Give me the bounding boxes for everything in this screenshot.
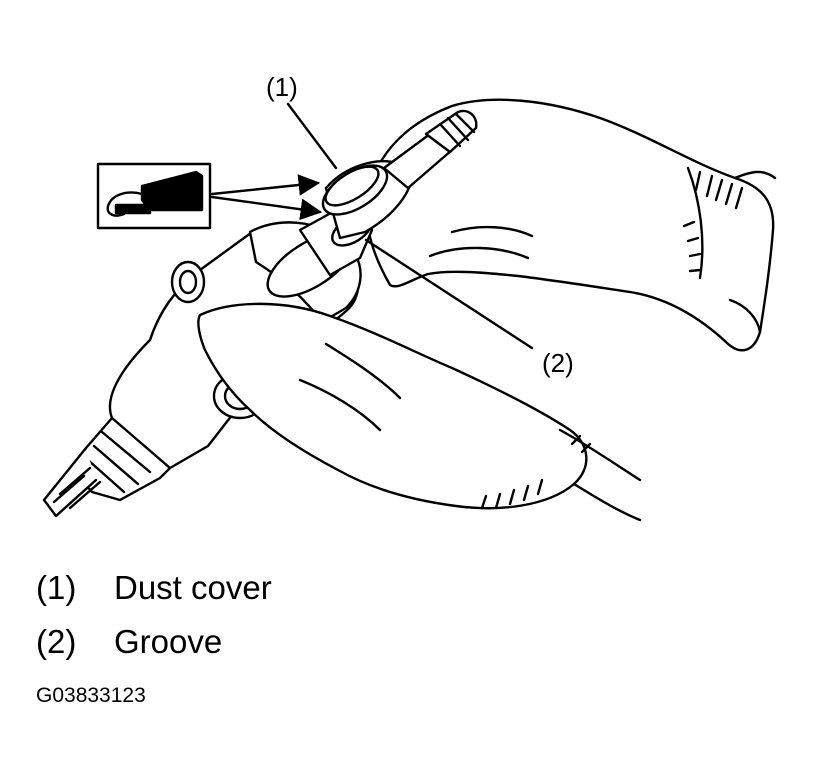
upper-right-glove	[365, 98, 777, 352]
arrow-to-groove	[210, 195, 323, 221]
figure-id: G03833123	[36, 684, 146, 707]
boot	[42, 416, 172, 518]
arrow-to-dust-cover	[210, 174, 321, 196]
grease-gun-icon	[96, 162, 212, 230]
callout-2: (2)	[542, 348, 574, 378]
legend-text: Dust cover	[114, 569, 272, 606]
leader-line-1	[286, 102, 338, 170]
legend-text: Groove	[114, 623, 223, 660]
legend-item-groove: (2) Groove	[36, 622, 222, 662]
steering-gearbox	[108, 109, 478, 472]
legend-marker: (1)	[36, 569, 77, 606]
legend-item-dust-cover: (1) Dust cover	[36, 568, 272, 608]
leader-line-2	[364, 238, 534, 350]
lower-glove	[197, 302, 642, 522]
legend-marker: (2)	[36, 623, 77, 660]
callout-1: (1)	[266, 72, 298, 102]
